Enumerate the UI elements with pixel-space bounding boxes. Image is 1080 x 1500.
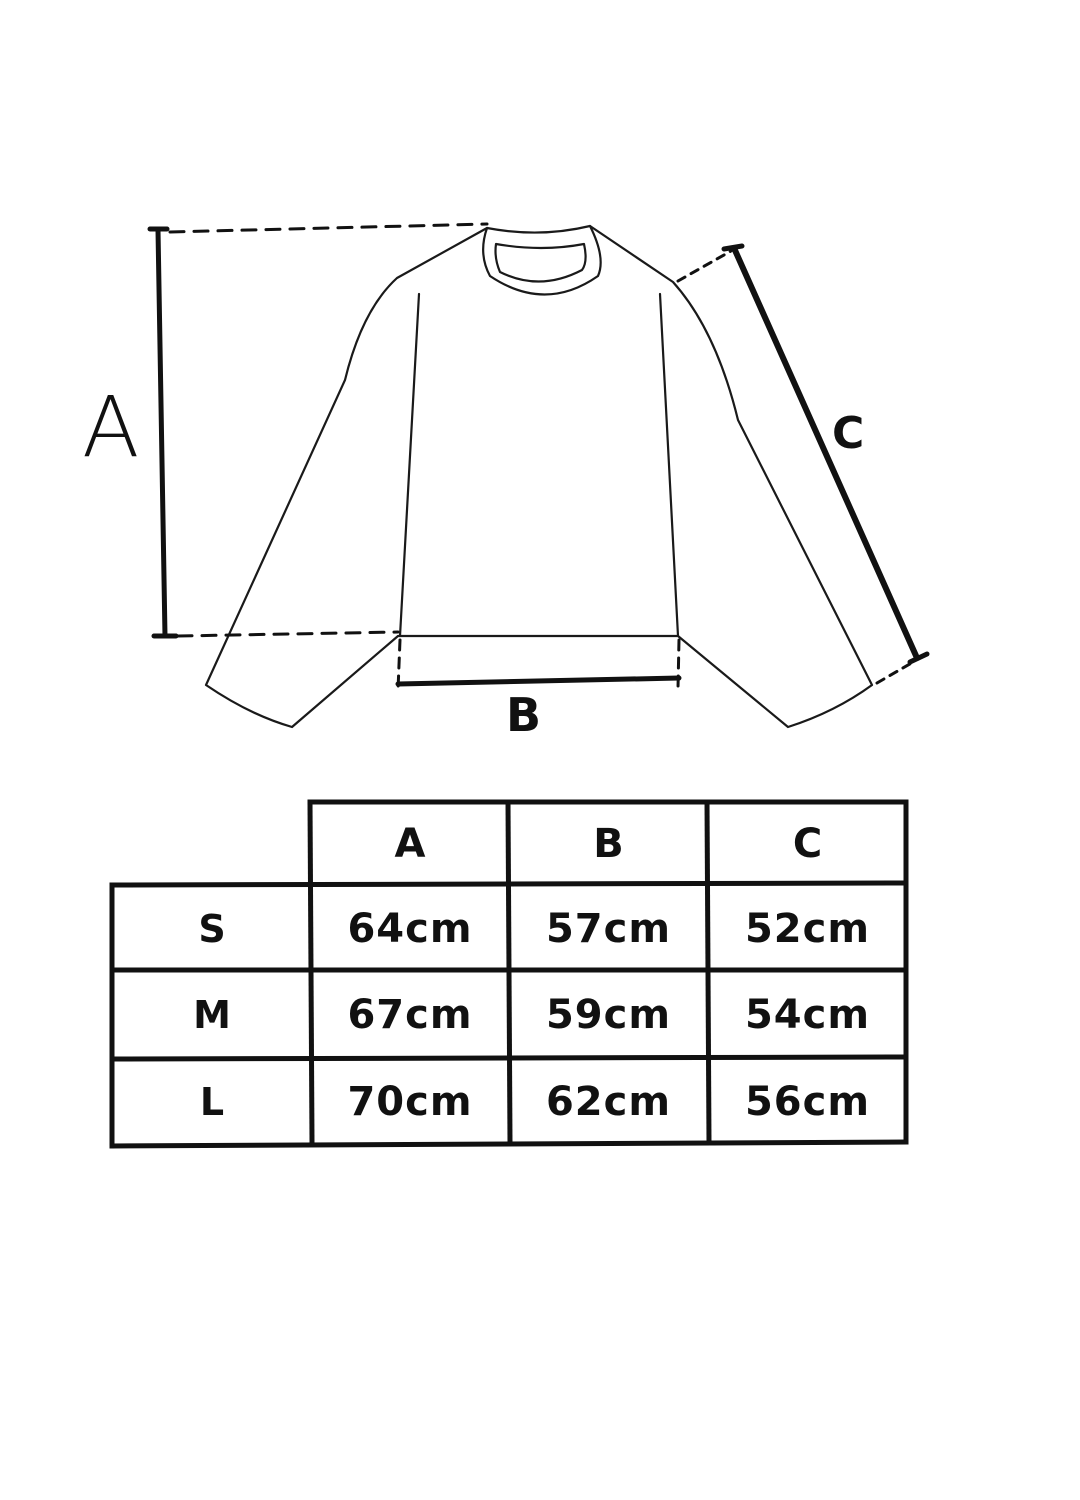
measure-c-line bbox=[731, 245, 920, 661]
measure-b-guide-left bbox=[396, 638, 402, 692]
left-seam bbox=[398, 292, 421, 638]
column-header-c: C bbox=[792, 821, 823, 867]
collar-outer bbox=[482, 224, 602, 296]
cell-s-a: 64cm bbox=[347, 905, 473, 952]
label-b: B bbox=[506, 688, 542, 742]
cell-l-a: 70cm bbox=[347, 1079, 473, 1125]
measure-b-guide-right bbox=[676, 638, 681, 690]
cell-l-c: 56cm bbox=[744, 1079, 871, 1125]
collar-inner bbox=[494, 242, 587, 283]
cell-m-a: 67cm bbox=[347, 992, 473, 1038]
sweater-outline bbox=[204, 224, 874, 729]
label-a: A bbox=[82, 378, 140, 476]
measure-c-guide-top bbox=[676, 249, 733, 283]
cell-l-b: 62cm bbox=[545, 1079, 672, 1125]
column-header-a: A bbox=[394, 821, 426, 867]
cell-m-c: 54cm bbox=[744, 992, 871, 1038]
label-c: C bbox=[832, 408, 865, 459]
measure-a-guide-top bbox=[168, 222, 489, 234]
row-size-l: L bbox=[199, 1080, 225, 1124]
measure-c-guide-bottom bbox=[875, 659, 917, 685]
cell-s-c: 52cm bbox=[744, 905, 871, 952]
row-size-m: M bbox=[193, 993, 231, 1037]
measure-a-line bbox=[155, 227, 168, 639]
measure-a-guide-bottom bbox=[176, 630, 400, 638]
measure-c-cap-top bbox=[721, 243, 745, 252]
sweater-diagram bbox=[147, 222, 930, 729]
right-seam bbox=[658, 292, 680, 638]
row-size-s: S bbox=[198, 906, 226, 951]
cell-m-b: 59cm bbox=[545, 992, 672, 1038]
cell-s-b: 57cm bbox=[545, 905, 672, 952]
measure-c-cap-bottom bbox=[907, 651, 930, 665]
column-header-b: B bbox=[593, 821, 624, 867]
measure-b-line bbox=[395, 675, 682, 687]
